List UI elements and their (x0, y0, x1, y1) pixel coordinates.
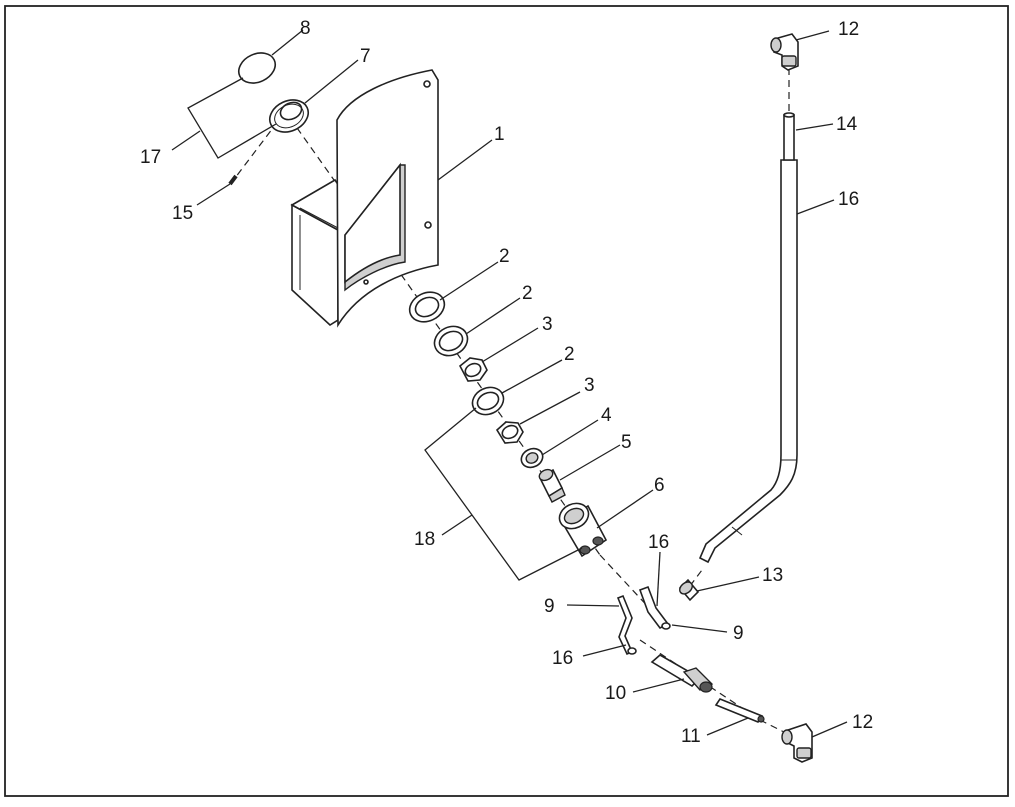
part-12-tee-bottom (781, 723, 813, 763)
callout-3-a: 3 (542, 314, 553, 335)
callout-16-lower: 16 (552, 648, 573, 669)
part-12-tee-top (770, 33, 799, 71)
callout-12-top: 12 (838, 19, 859, 40)
part-15-screw (228, 174, 238, 186)
part-16-tube-short (638, 585, 670, 630)
callout-3-b: 3 (584, 375, 595, 396)
callout-5: 5 (621, 432, 632, 453)
callout-labels: 8 7 1 2 2 3 2 3 4 5 6 12 14 16 13 16 9 9… (140, 18, 873, 747)
part-1-housing (290, 69, 439, 328)
part-2-washer-a (408, 291, 446, 323)
part-5-valve (538, 468, 566, 503)
callout-8: 8 (300, 18, 311, 39)
part-2-washer-c (471, 386, 505, 416)
callout-10: 10 (605, 683, 626, 704)
callout-12-bottom: 12 (852, 712, 873, 733)
part-13-connector (678, 578, 700, 602)
part-4-ring (520, 447, 544, 469)
diagram-border (4, 5, 1009, 797)
assembly-axis (231, 68, 801, 741)
callout-2-a: 2 (499, 246, 510, 267)
part-6-body (558, 502, 608, 558)
part-16-long-tube (698, 112, 798, 564)
part-9-fitting-b-tube (616, 594, 637, 656)
callout-18: 18 (414, 529, 435, 550)
callout-6: 6 (654, 475, 665, 496)
callout-14: 14 (836, 114, 858, 135)
callout-7: 7 (360, 46, 371, 67)
callout-11: 11 (681, 726, 701, 747)
part-8-cap (237, 52, 277, 84)
callout-4: 4 (601, 405, 612, 426)
part-9-fitting-a (661, 622, 671, 630)
callout-1: 1 (494, 124, 505, 145)
part-11-tube (714, 698, 765, 723)
callout-2-c: 2 (564, 344, 575, 365)
callout-9-left: 9 (544, 596, 555, 617)
part-3-nut-b (495, 421, 524, 444)
part-3-nut-a (458, 357, 488, 382)
callout-13: 13 (762, 565, 783, 586)
callout-15: 15 (172, 203, 193, 224)
callout-16-long: 16 (838, 189, 859, 210)
part-10-filter (650, 654, 714, 693)
part-2-washer-b (433, 325, 469, 357)
callout-9-right: 9 (733, 623, 744, 644)
callout-2-b: 2 (522, 283, 533, 304)
callout-17: 17 (140, 147, 161, 168)
part-7-bezel (268, 99, 310, 133)
callout-16-short: 16 (648, 532, 669, 553)
leader-lines (171, 29, 848, 738)
